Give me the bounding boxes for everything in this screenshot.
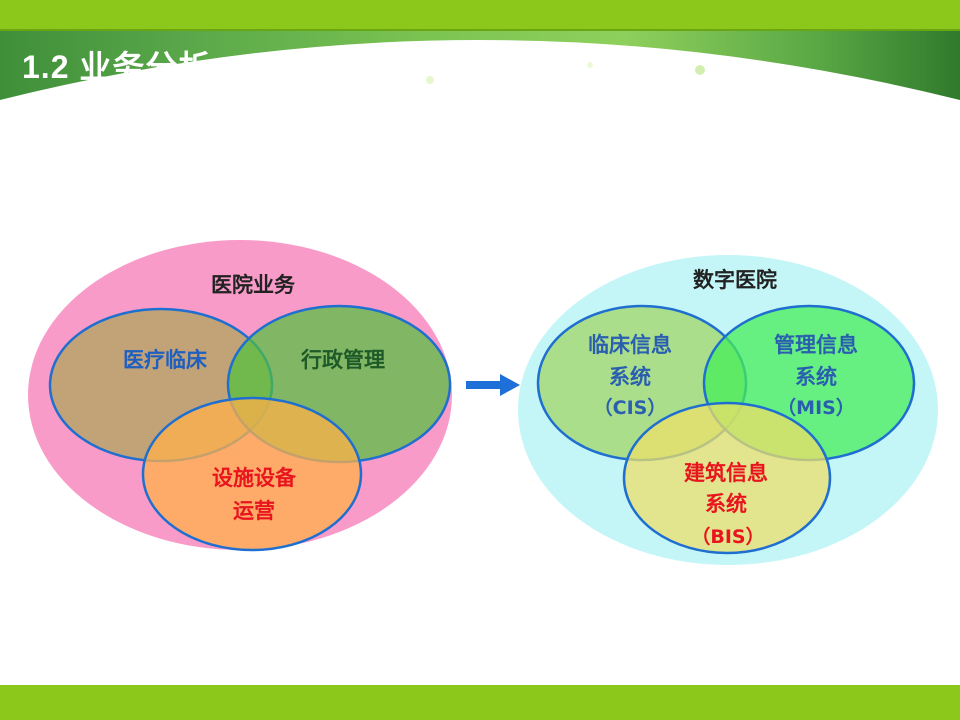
arrow-right-icon: [466, 374, 520, 396]
header-curve: [0, 40, 960, 142]
mis-label-2: 系统: [795, 365, 837, 389]
digital-hospital-title: 数字医院: [693, 268, 777, 292]
facilities-label-2: 运营: [233, 499, 275, 523]
facilities-label-1: 设施设备: [212, 466, 297, 490]
water-drop: [695, 65, 705, 75]
bottom-bar: [0, 685, 960, 720]
hospital-business-title: 医院业务: [211, 273, 296, 297]
mis-label-3: （MIS）: [777, 396, 855, 419]
mis-label-1: 管理信息: [774, 333, 858, 357]
cis-label-3: （CIS）: [594, 396, 667, 419]
top-bar: [0, 0, 960, 31]
bis-label-2: 系统: [705, 492, 747, 516]
facilities-circle: [141, 396, 363, 552]
bis-circle: [622, 401, 832, 555]
cis-label-2: 系统: [609, 365, 651, 389]
cis-label-1: 临床信息: [588, 333, 672, 357]
bis-label-1: 建筑信息: [684, 461, 768, 485]
water-drop: [587, 62, 593, 68]
bis-label-3: （BIS）: [691, 525, 764, 548]
admin-label: 行政管理: [300, 348, 385, 372]
clinical-label: 医疗临床: [123, 348, 207, 372]
water-drop: [426, 76, 434, 84]
